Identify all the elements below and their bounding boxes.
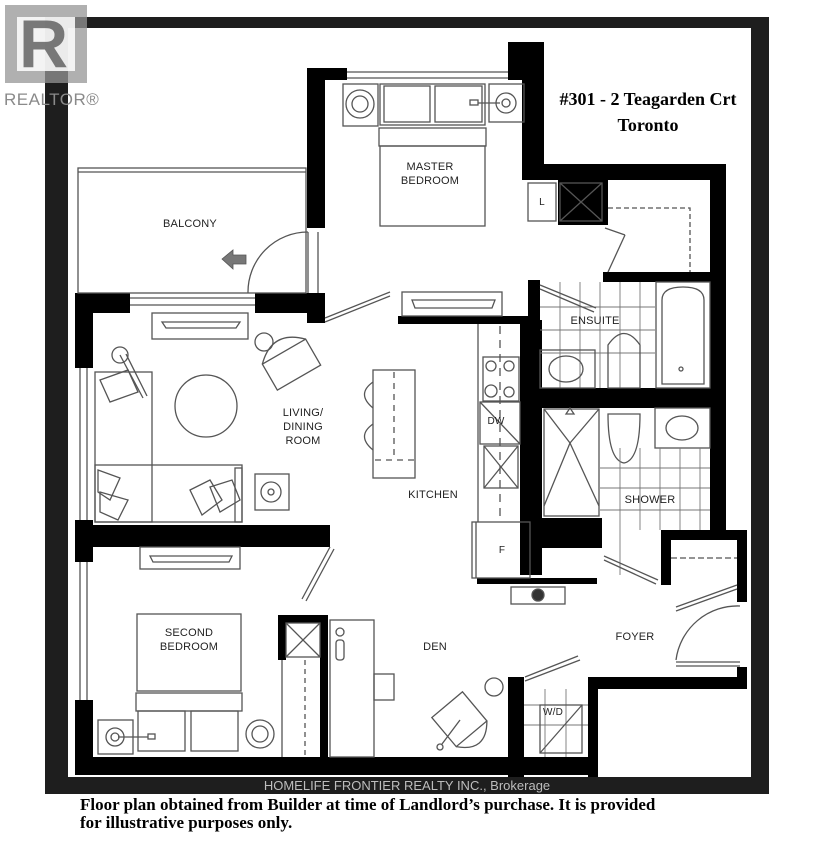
room-label-den: DEN <box>423 641 447 653</box>
room-label-shower: SHOWER <box>624 494 676 506</box>
fixture-label-washer-dryer: W/D <box>542 707 564 718</box>
realtor-logo-text: REALTOR® <box>4 90 100 109</box>
balcony-exit-arrow-icon <box>221 249 247 270</box>
brokerage-caption: HOMELIFE FRONTIER REALTY INC., Brokerage <box>263 778 551 793</box>
room-label-foyer: FOYER <box>615 631 655 643</box>
room-label-living-dining: LIVING/ DINING ROOM <box>282 407 324 447</box>
realtor-r-logo-icon: R <box>5 5 87 83</box>
room-label-second-bedroom: SECOND BEDROOM <box>159 627 219 653</box>
fixture-label-fridge: F <box>498 545 506 556</box>
room-label-ensuite: ENSUITE <box>570 315 620 327</box>
room-label-master-bedroom: MASTER BEDROOM <box>400 161 460 187</box>
listing-address: #301 - 2 Teagarden Crt Toronto <box>559 89 737 135</box>
room-label-balcony: BALCONY <box>163 218 217 230</box>
fixture-label-linen: L <box>539 197 545 208</box>
disclaimer-text: Floor plan obtained from Builder at time… <box>80 795 656 832</box>
fixture-label-dishwasher: DW <box>487 416 505 427</box>
room-label-kitchen: KITCHEN <box>408 489 458 501</box>
